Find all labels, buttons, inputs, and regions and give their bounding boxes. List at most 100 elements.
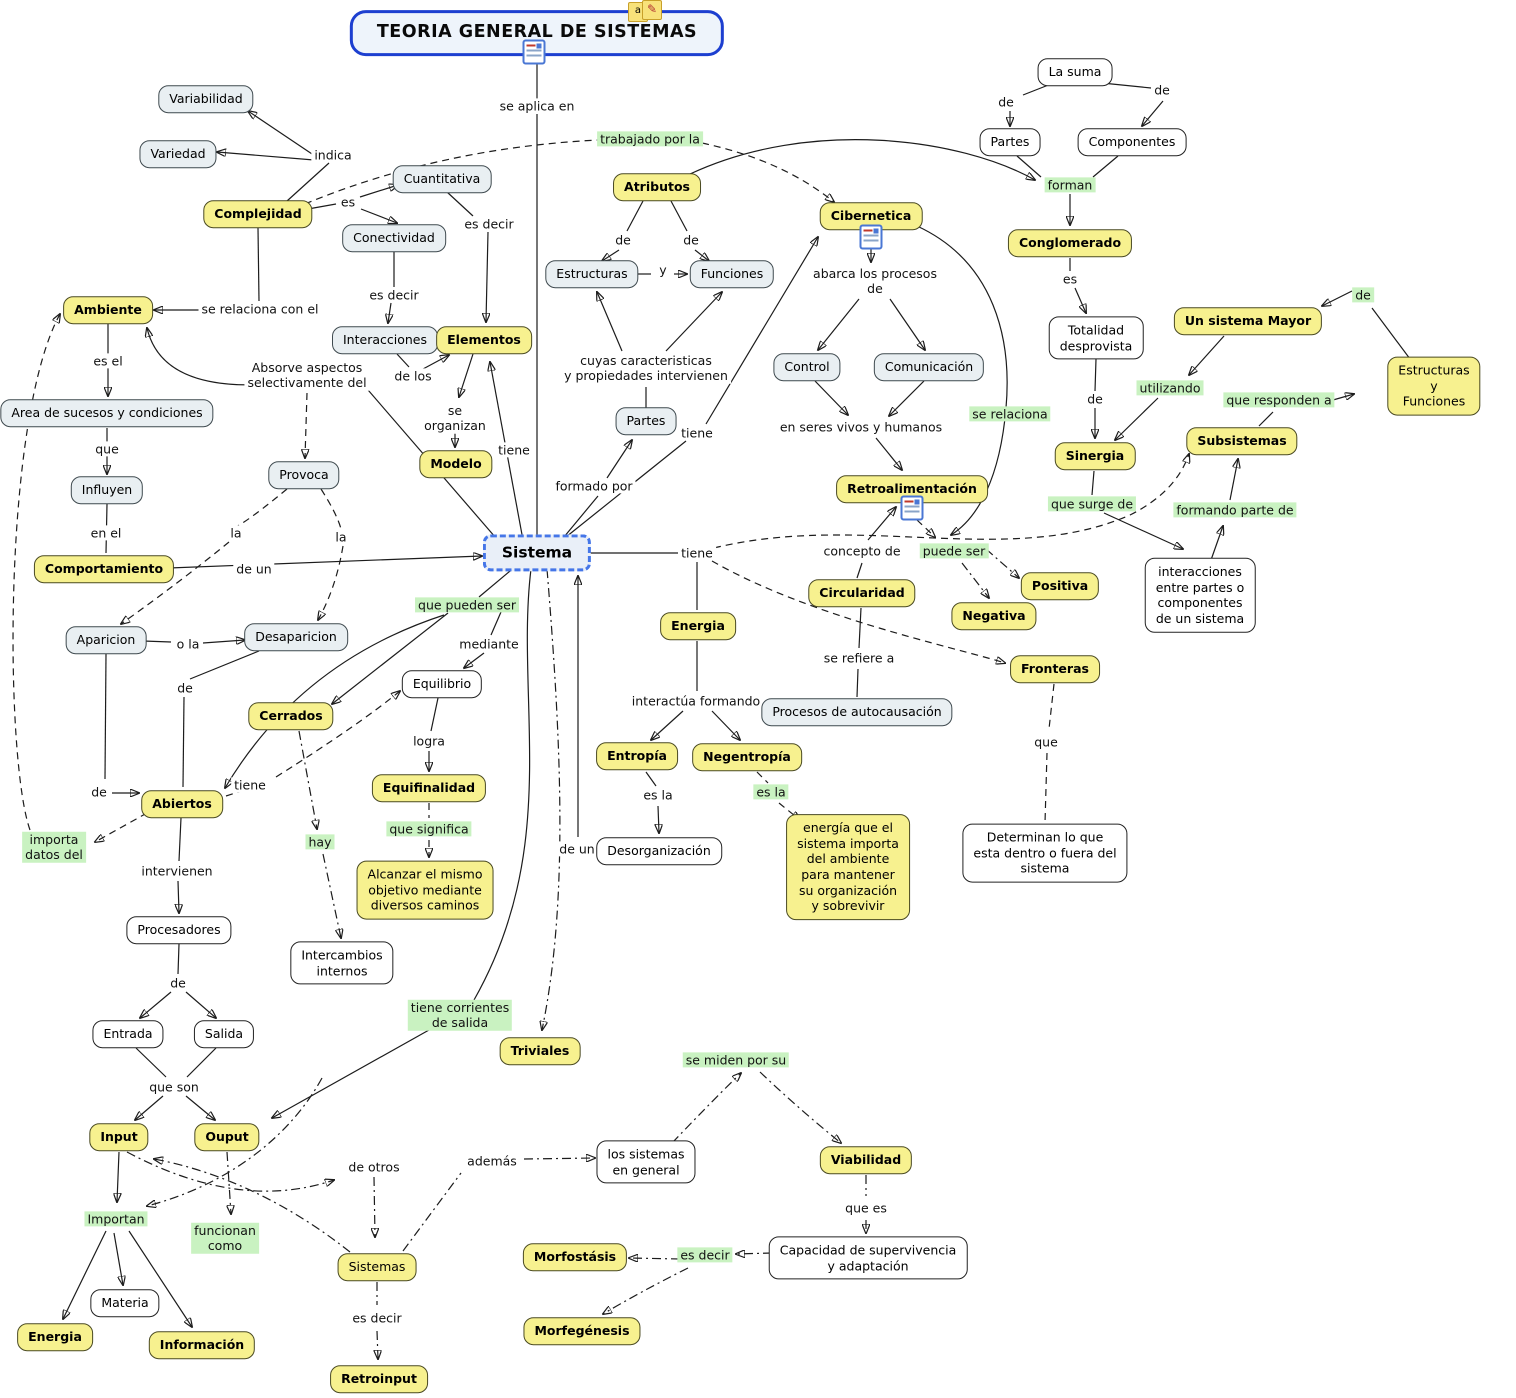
label-en-seres[interactable]: en seres vivos y humanos [776,419,946,435]
node-equifinalidad[interactable]: Equifinalidad [371,774,487,802]
label-puede-ser[interactable]: puede ser [919,543,989,559]
node-alcanzar[interactable]: Alcanzar el mismo objetivo mediante dive… [356,860,494,920]
label-que-1[interactable]: que [92,441,122,457]
label-tiene-energia[interactable]: tiene [678,545,716,561]
label-abarca[interactable]: abarca los procesos de [810,265,940,297]
node-control[interactable]: Control [773,353,841,381]
node-comportamiento[interactable]: Comportamiento [33,555,175,583]
label-formando-parte-de[interactable]: formando parte de [1173,502,1297,518]
node-energia-bl[interactable]: Energia [17,1323,93,1351]
label-es-2[interactable]: es [1059,271,1081,287]
node-triviales[interactable]: Triviales [499,1037,581,1065]
node-estructuras[interactable]: Estructuras [545,260,639,288]
node-salida[interactable]: Salida [193,1020,255,1048]
label-que-responden-a[interactable]: que responden a [1223,392,1335,408]
label-tiene-corrientes[interactable]: tiene corrientes de salida [407,999,513,1031]
label-la-2[interactable]: la [332,529,350,545]
label-de-un-2[interactable]: de un [556,841,598,857]
node-partes-centro[interactable]: Partes [615,407,677,435]
node-fronteras[interactable]: Fronteras [1010,655,1100,683]
label-que-pueden-ser[interactable]: que pueden ser [415,597,519,613]
label-absorve[interactable]: Absorve aspectos selectivamente del [244,359,370,391]
label-o-la[interactable]: o la [173,636,203,652]
label-de-un-1[interactable]: de un [233,561,275,577]
label-se-relaciona-con-el[interactable]: se relaciona con el [198,301,322,317]
node-funciones[interactable]: Funciones [689,260,775,288]
label-y-conector[interactable]: y [656,262,670,278]
node-intercambios[interactable]: Intercambios internos [290,941,394,985]
node-abiertos[interactable]: Abiertos [141,790,223,818]
label-utilizando[interactable]: utilizando [1136,380,1204,396]
node-materia[interactable]: Materia [90,1289,160,1317]
node-desorganizacion[interactable]: Desorganización [596,837,722,865]
node-capacidad[interactable]: Capacidad de supervivencia y adaptación [768,1236,968,1280]
label-se-refiere-a[interactable]: se refiere a [820,650,898,666]
label-importa-datos-del[interactable]: importa datos del [22,831,86,863]
label-que-significa[interactable]: que significa [386,821,472,837]
node-ambiente[interactable]: Ambiente [63,296,153,324]
label-que-2[interactable]: que [1031,734,1061,750]
node-totalidad[interactable]: Totalidad desprovista [1048,316,1144,360]
label-de-5[interactable]: de [612,232,634,248]
label-se-miden-por-su[interactable]: se miden por su [682,1052,790,1068]
node-retroinput[interactable]: Retroinput [330,1365,428,1393]
node-elementos[interactable]: Elementos [436,326,532,354]
node-entrada[interactable]: Entrada [92,1020,164,1048]
node-estructuras-y-funciones[interactable]: Estructuras y Funciones [1387,356,1481,416]
node-retroalimentacion[interactable]: Retroalimentación [836,475,988,503]
label-de-6[interactable]: de [680,232,702,248]
label-es-decir-1[interactable]: es decir [461,216,517,232]
label-en-el[interactable]: en el [87,525,125,541]
label-indica[interactable]: indica [311,147,355,163]
node-ouput[interactable]: Ouput [194,1123,260,1151]
node-energia-centro[interactable]: Energia [660,612,736,640]
label-tiene-elementos[interactable]: tiene [495,442,533,458]
node-partes-der[interactable]: Partes [979,128,1041,156]
node-provoca[interactable]: Provoca [268,461,340,489]
node-sistema[interactable]: Sistema [482,534,592,572]
node-input[interactable]: Input [89,1123,149,1151]
resource-icon[interactable] [522,39,546,65]
label-que-surge-de[interactable]: que surge de [1047,496,1137,512]
label-de-8[interactable]: de [1151,82,1173,98]
label-tiene-equilibrio[interactable]: tiene [231,777,269,793]
node-entropia[interactable]: Entropía [596,742,678,770]
label-es-1[interactable]: es [337,194,359,210]
label-es-el[interactable]: es el [90,353,126,369]
label-la-1[interactable]: la [227,525,245,541]
label-de-otros[interactable]: de otros [345,1159,403,1175]
label-ademas[interactable]: además [464,1153,520,1169]
node-sinergia[interactable]: Sinergia [1054,442,1136,470]
label-que-son[interactable]: que son [146,1079,202,1095]
label-de-9[interactable]: de [1084,391,1106,407]
node-equilibrio[interactable]: Equilibrio [401,670,483,698]
node-la-suma[interactable]: La suma [1037,58,1113,86]
label-logra[interactable]: logra [410,733,448,749]
label-forman[interactable]: forman [1044,177,1096,193]
label-de-4[interactable]: de [167,975,189,991]
node-cuantitativa[interactable]: Cuantitativa [392,165,492,193]
node-determinan[interactable]: Determinan lo que esta dentro o fuera de… [962,823,1128,883]
label-se-relaciona[interactable]: se relaciona [969,406,1051,422]
label-es-decir-4[interactable]: es decir [677,1247,733,1263]
label-intervienen[interactable]: intervienen [138,863,216,879]
label-de-3[interactable]: de [88,784,110,800]
label-cuyas[interactable]: cuyas caracteristicas y propiedades inte… [561,352,731,384]
node-componentes[interactable]: Componentes [1077,128,1187,156]
label-de-los[interactable]: de los [391,368,435,384]
label-es-decir-3[interactable]: es decir [349,1310,405,1326]
node-conglomerado[interactable]: Conglomerado [1007,229,1133,257]
label-hay[interactable]: hay [305,834,335,850]
resource-icon[interactable] [859,224,883,250]
node-interacciones[interactable]: Interacciones [332,326,438,354]
label-de-10[interactable]: de [1352,287,1374,303]
node-circularidad[interactable]: Circularidad [808,579,916,607]
node-subsistemas[interactable]: Subsistemas [1186,427,1298,455]
node-informacion[interactable]: Información [148,1331,256,1359]
node-morfostasis[interactable]: Morfostásis [522,1243,628,1271]
label-trabajado-por-la[interactable]: trabajado por la [597,131,703,147]
resource-icon[interactable] [900,495,924,521]
label-mediante[interactable]: mediante [456,636,522,652]
label-de-7[interactable]: de [995,94,1017,110]
node-atributos[interactable]: Atributos [613,173,701,201]
